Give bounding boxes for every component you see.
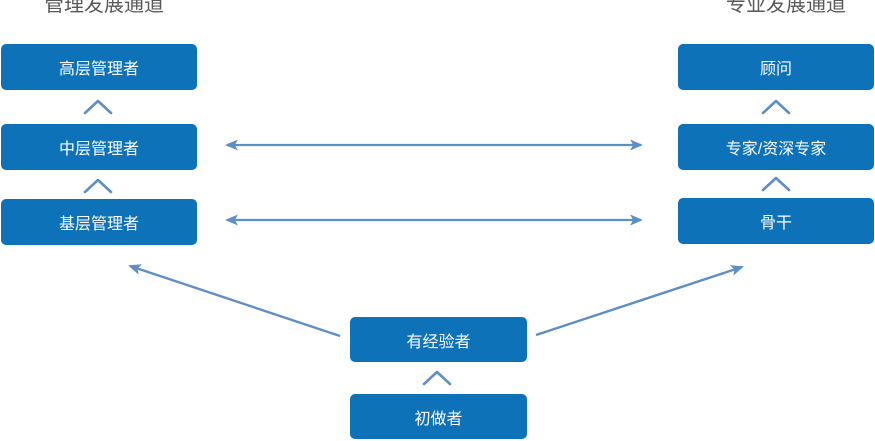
up-chevron-icon-right-2 bbox=[761, 176, 791, 192]
up-chevron-icon-right-1 bbox=[761, 99, 791, 115]
node-middle-manager: 中层管理者 bbox=[1, 124, 197, 170]
node-beginner: 初做者 bbox=[350, 394, 527, 439]
node-backbone: 骨干 bbox=[678, 198, 874, 244]
node-senior-manager: 高层管理者 bbox=[1, 44, 197, 90]
node-consultant: 顾问 bbox=[678, 44, 874, 90]
up-chevron-icon-left-2 bbox=[83, 178, 113, 194]
professional-channel-title: 专业发展通道 bbox=[726, 0, 846, 16]
node-expert-senior-expert: 专家/资深专家 bbox=[678, 124, 874, 170]
management-channel-title: 管理发展通道 bbox=[44, 0, 164, 16]
diagonal-arrow-to-frontline-manager bbox=[128, 264, 341, 338]
node-frontline-manager: 基层管理者 bbox=[1, 199, 197, 245]
up-chevron-icon-center bbox=[422, 370, 452, 386]
up-chevron-icon-left-1 bbox=[83, 99, 113, 115]
diagonal-arrow-to-backbone bbox=[535, 265, 744, 337]
node-experienced: 有经验者 bbox=[350, 317, 527, 362]
